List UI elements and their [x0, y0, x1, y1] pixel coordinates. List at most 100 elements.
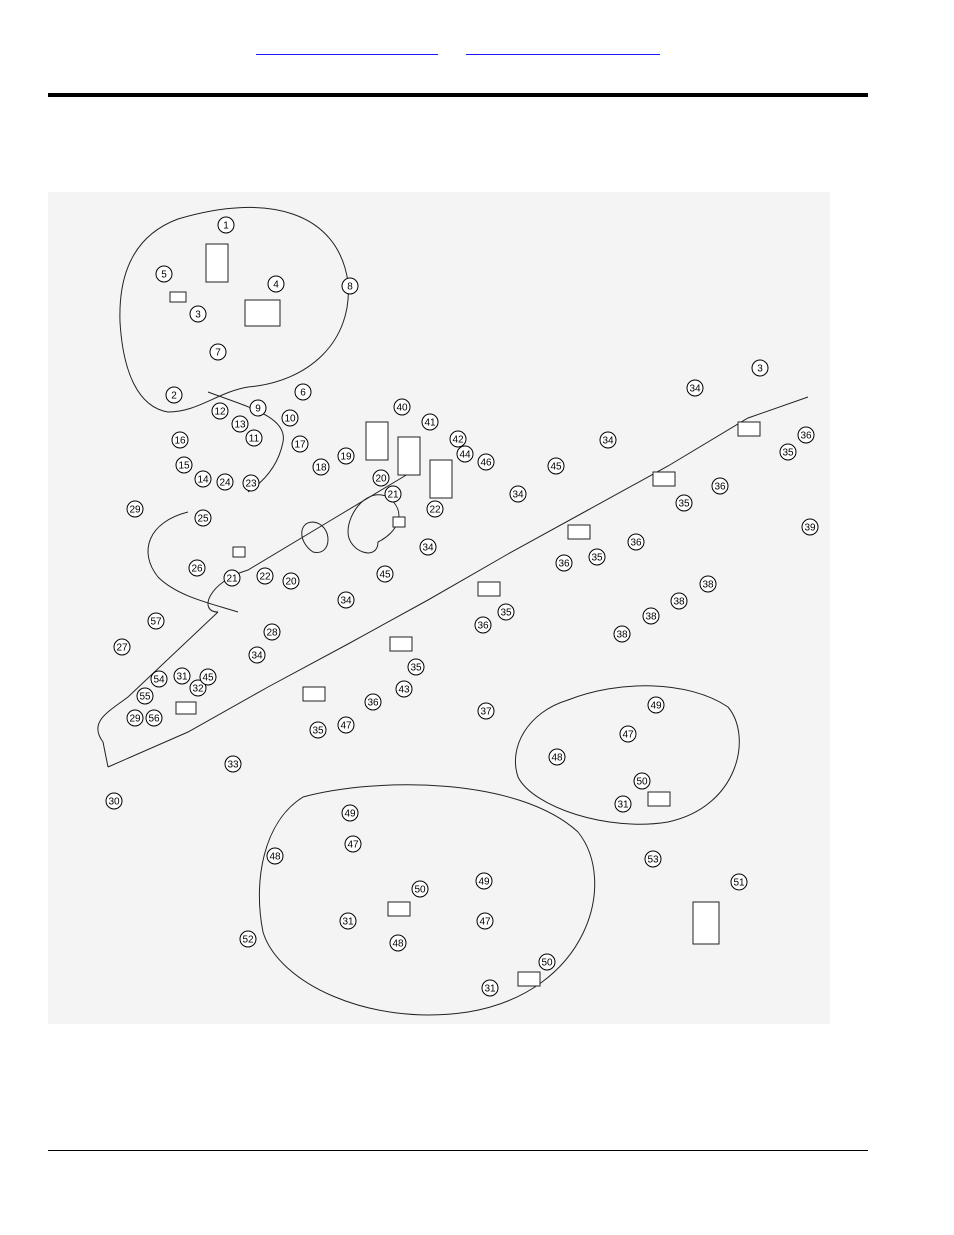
callout-56: 56: [145, 709, 163, 727]
callout-number: 31: [484, 984, 496, 995]
callout-number: 45: [550, 462, 562, 473]
callout-circle: [339, 912, 357, 930]
callout-circle: [364, 693, 382, 711]
monitor-group-outline: [119, 207, 349, 413]
callout-circle: [145, 709, 163, 727]
callout-circle: [475, 872, 493, 890]
callout-21: 21: [223, 569, 241, 587]
callout-circle: [337, 591, 355, 609]
callout-circle: [686, 379, 704, 397]
callout-number: 50: [636, 777, 648, 788]
callout-number: 26: [191, 564, 203, 575]
callout-34: 34: [686, 379, 704, 397]
callout-circle: [150, 670, 168, 688]
manual-1: [205, 243, 229, 283]
kit-outline-52: [258, 784, 596, 1016]
callout-number: 46: [480, 458, 492, 469]
callout-circle: [341, 804, 359, 822]
main-harness-trunk: [107, 396, 809, 768]
callout-47: 47: [344, 835, 362, 853]
callout-number: 1: [223, 221, 229, 232]
callout-circle: [699, 575, 717, 593]
module-35a: [737, 421, 761, 437]
callout-36: 36: [627, 533, 645, 551]
module-31d: [517, 971, 541, 987]
callout-6: 6: [294, 383, 312, 401]
callout-number: 4: [273, 280, 279, 291]
callout-circle: [384, 485, 402, 503]
callout-circle: [194, 470, 212, 488]
callout-number: 23: [245, 479, 257, 490]
callout-circle: [267, 275, 285, 293]
callout-number: 13: [234, 420, 246, 431]
callout-number: 30: [108, 797, 120, 808]
callout-circle: [372, 469, 390, 487]
module-21b: [232, 546, 246, 558]
callout-number: 2: [171, 391, 177, 402]
callout-number: 31: [342, 917, 354, 928]
callout-circle: [419, 538, 437, 556]
callout-36: 36: [364, 693, 382, 711]
callout-number: 39: [804, 523, 816, 534]
callout-number: 49: [478, 877, 490, 888]
callout-circle: [294, 383, 312, 401]
callout-53: 53: [644, 850, 662, 868]
callout-number: 27: [116, 643, 128, 654]
callout-16: 16: [171, 431, 189, 449]
harness-cable-20: [347, 494, 400, 554]
callout-circle: [588, 548, 606, 566]
harness-cable-20b: [301, 521, 329, 553]
callout-36: 36: [555, 554, 573, 572]
callout-circle: [547, 457, 565, 475]
callout-number: 55: [139, 692, 151, 703]
callout-circle: [249, 399, 267, 417]
callout-48: 48: [389, 934, 407, 952]
callout-41: 41: [421, 413, 439, 431]
callout-circle: [644, 850, 662, 868]
callout-circle: [239, 930, 257, 948]
callout-number: 34: [422, 543, 434, 554]
module-35c: [567, 524, 591, 540]
callout-52: 52: [239, 930, 257, 948]
callout-circle: [599, 431, 617, 449]
callout-25: 25: [194, 509, 212, 527]
callout-circle: [801, 518, 819, 536]
callout-circle: [282, 572, 300, 590]
callout-circle: [675, 494, 693, 512]
callout-circle: [481, 979, 499, 997]
callout-38: 38: [613, 625, 631, 643]
callout-circle: [395, 680, 413, 698]
callout-number: 34: [602, 436, 614, 447]
module-35b: [652, 471, 676, 487]
callout-number: 19: [340, 452, 352, 463]
nav-link-1[interactable]: [256, 40, 438, 55]
callout-number: 35: [678, 499, 690, 510]
callout-circle: [477, 702, 495, 720]
callout-circle: [155, 265, 173, 283]
callout-38: 38: [699, 575, 717, 593]
callout-circle: [263, 623, 281, 641]
callout-circle: [797, 426, 815, 444]
callout-47: 47: [337, 716, 355, 734]
callout-50: 50: [538, 953, 556, 971]
callout-46: 46: [477, 453, 495, 471]
callout-14: 14: [194, 470, 212, 488]
callout-circle: [389, 934, 407, 952]
callout-circle: [242, 474, 260, 492]
secondary-harness: [207, 473, 409, 613]
callout-number: 33: [227, 760, 239, 771]
callout-19: 19: [337, 447, 355, 465]
callout-number: 45: [202, 673, 214, 684]
callout-number: 38: [645, 612, 657, 623]
callout-30: 30: [105, 792, 123, 810]
nav-link-2[interactable]: [466, 40, 660, 55]
callout-circle: [426, 500, 444, 518]
callout-number: 12: [214, 407, 226, 418]
callout-34: 34: [509, 485, 527, 503]
callout-33: 33: [224, 755, 242, 773]
callout-24: 24: [216, 473, 234, 491]
callout-34: 34: [599, 431, 617, 449]
callout-circle: [291, 435, 309, 453]
callout-34: 34: [337, 591, 355, 609]
